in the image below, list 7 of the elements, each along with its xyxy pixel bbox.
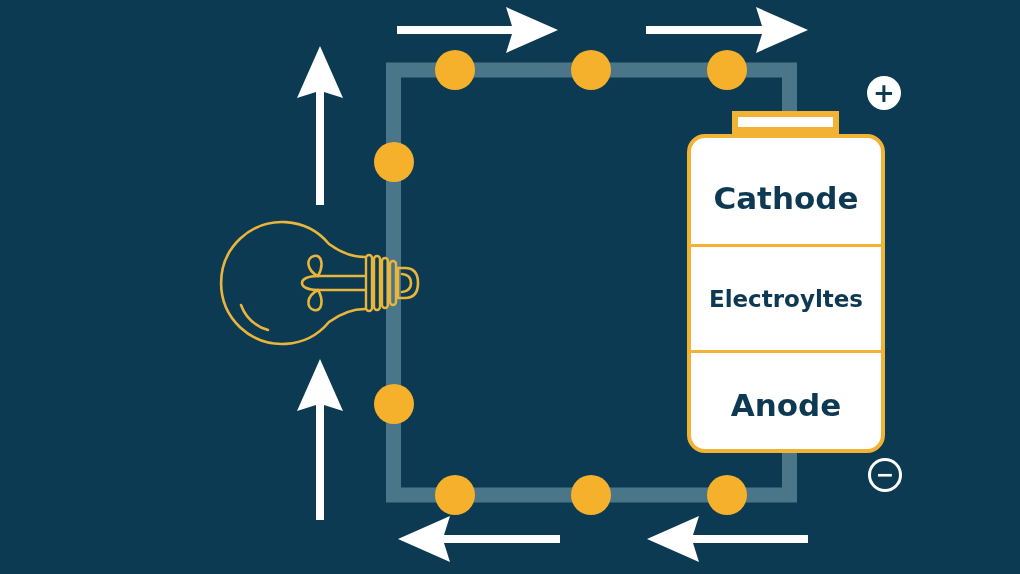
light-bulb	[219, 219, 421, 347]
battery	[687, 111, 885, 453]
section-label: Cathode	[713, 180, 859, 216]
polarity-sign: −	[868, 458, 902, 492]
section-label: Electroyltes	[708, 285, 864, 312]
section-label: Anode	[730, 387, 842, 423]
polarity-sign: +	[867, 76, 901, 110]
